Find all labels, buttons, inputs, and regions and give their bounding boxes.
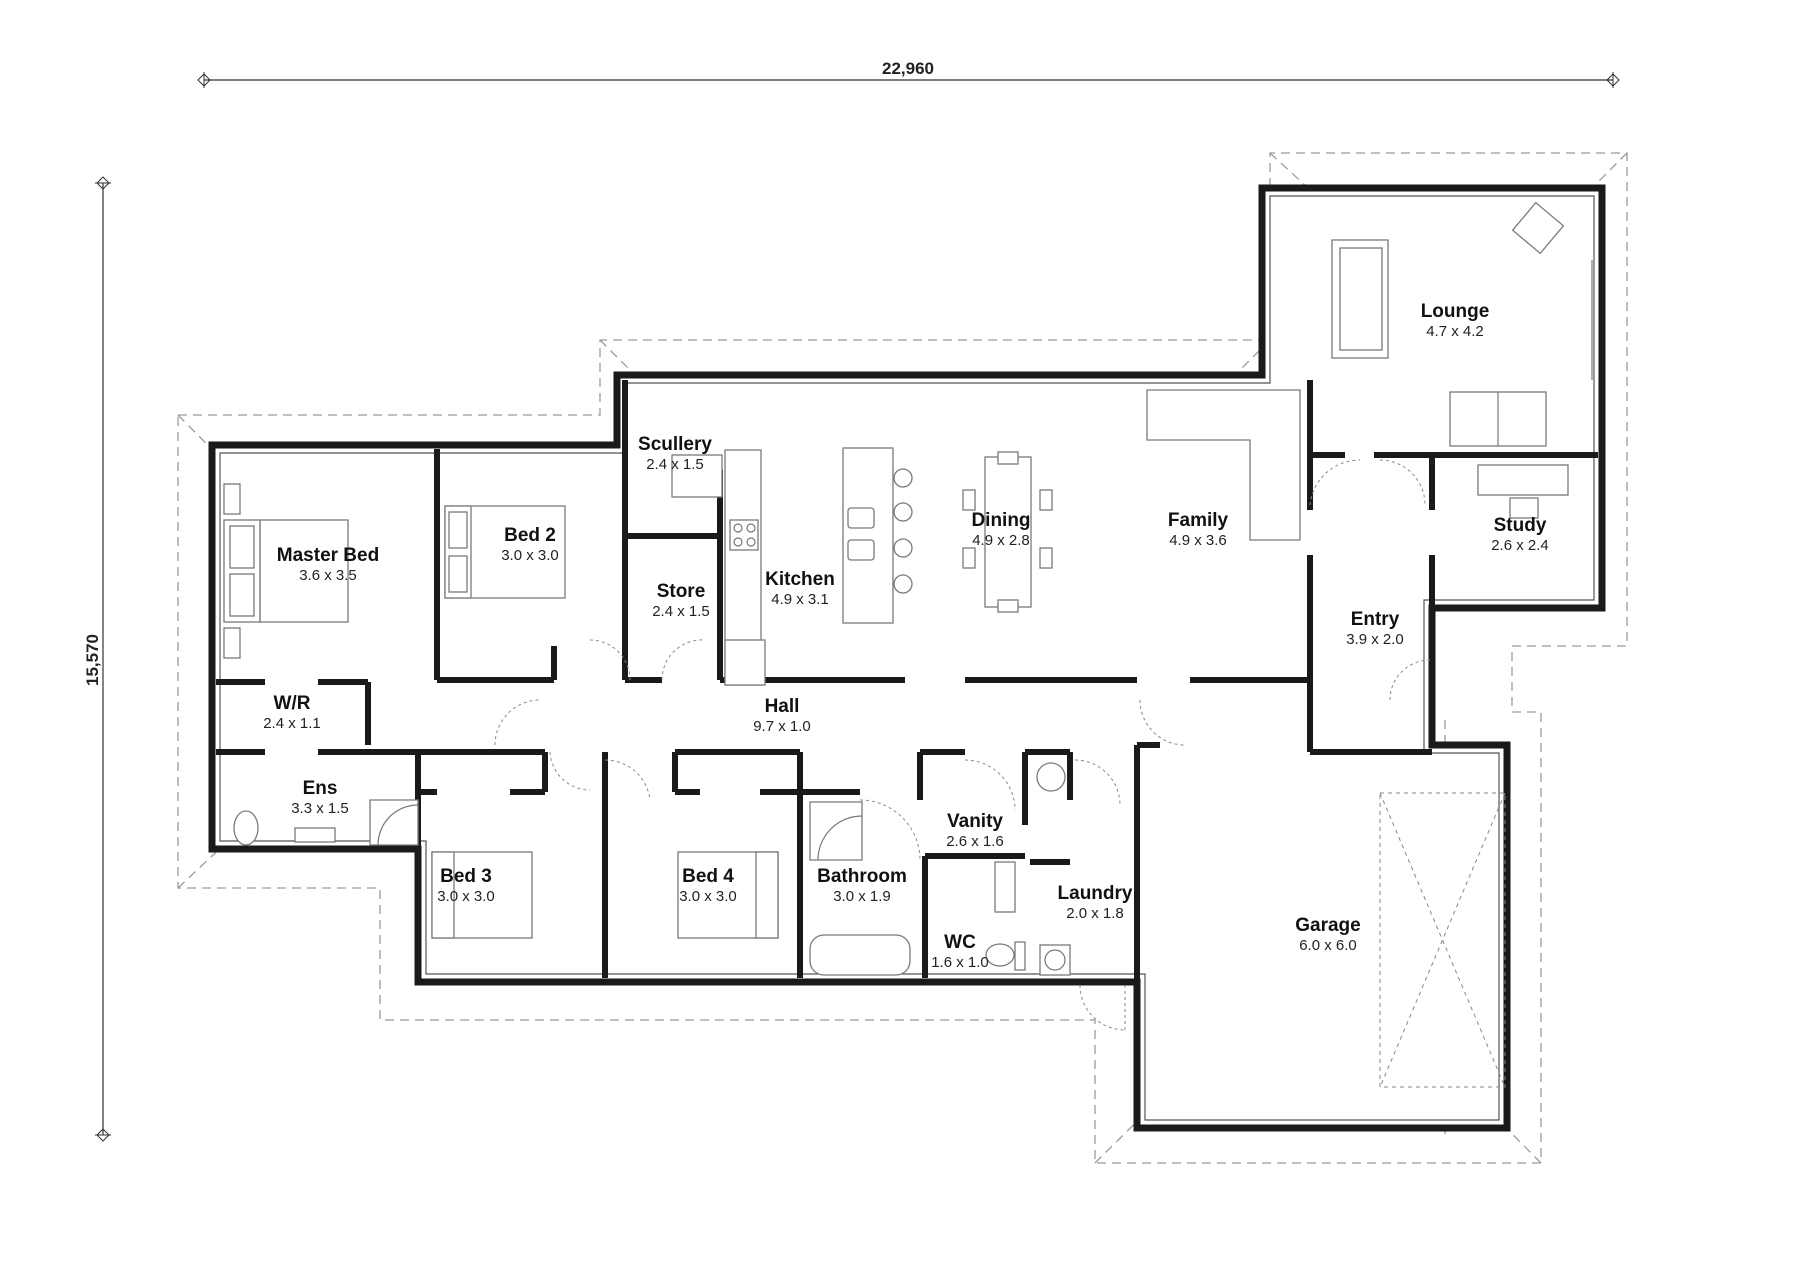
room-size: 2.0 x 1.8: [1066, 905, 1124, 922]
room-bed-3: Bed 33.0 x 3.0: [437, 866, 495, 905]
room-bed-2: Bed 23.0 x 3.0: [501, 525, 559, 564]
room-size: 3.0 x 3.0: [679, 888, 737, 905]
garage-door: [1379, 792, 1506, 1088]
room-name: Entry: [1351, 609, 1400, 630]
height-dimension: 15,570: [83, 176, 111, 1142]
room-name: Lounge: [1421, 301, 1490, 322]
room-size: 3.6 x 3.5: [299, 567, 357, 584]
room-size: 2.4 x 1.5: [646, 456, 704, 473]
room-size: 1.6 x 1.0: [931, 954, 989, 971]
room-name: Master Bed: [277, 545, 379, 566]
room-name: Laundry: [1058, 883, 1133, 904]
room-bed-4: Bed 43.0 x 3.0: [679, 866, 737, 905]
width-dimension-label: 22,960: [882, 59, 934, 78]
room-size: 3.0 x 1.9: [833, 888, 891, 905]
room-name: Dining: [971, 510, 1030, 531]
room-size: 4.7 x 4.2: [1426, 323, 1484, 340]
room-size: 2.6 x 2.4: [1491, 537, 1549, 554]
room-name: Vanity: [947, 811, 1003, 832]
room-name: Garage: [1295, 915, 1360, 936]
room-size: 2.4 x 1.5: [652, 603, 710, 620]
room-size: 6.0 x 6.0: [1299, 937, 1357, 954]
room-size: 3.9 x 2.0: [1346, 631, 1404, 648]
room-wr: W/R2.4 x 1.1: [263, 693, 321, 732]
room-name: Study: [1494, 515, 1547, 536]
room-name: Family: [1168, 510, 1229, 531]
room-name: Scullery: [638, 434, 712, 455]
room-size: 2.4 x 1.1: [263, 715, 321, 732]
room-name: WC: [944, 932, 976, 953]
room-wc: WC1.6 x 1.0: [931, 932, 989, 971]
width-dimension: 22,960: [197, 59, 1620, 88]
room-size: 3.0 x 3.0: [501, 547, 559, 564]
room-name: Bed 4: [682, 866, 734, 887]
room-name: W/R: [274, 693, 311, 714]
room-size: 4.9 x 3.1: [771, 591, 829, 608]
room-size: 4.9 x 2.8: [972, 532, 1030, 549]
exterior-walls: [208, 184, 1606, 1132]
room-size: 3.0 x 3.0: [437, 888, 495, 905]
interior-walls: [216, 380, 1598, 982]
room-size: 9.7 x 1.0: [753, 718, 811, 735]
furniture: [223, 201, 1593, 976]
room-name: Ens: [303, 778, 338, 799]
room-name: Hall: [765, 696, 800, 717]
room-name: Store: [657, 581, 706, 602]
room-name: Bathroom: [817, 866, 907, 887]
room-name: Bed 2: [504, 525, 556, 546]
door-swings: [494, 459, 1431, 1031]
height-dimension-label: 15,570: [83, 634, 102, 686]
room-name: Kitchen: [765, 569, 835, 590]
room-name: Bed 3: [440, 866, 492, 887]
room-size: 3.3 x 1.5: [291, 800, 349, 817]
room-size: 2.6 x 1.6: [946, 833, 1004, 850]
room-size: 4.9 x 3.6: [1169, 532, 1227, 549]
